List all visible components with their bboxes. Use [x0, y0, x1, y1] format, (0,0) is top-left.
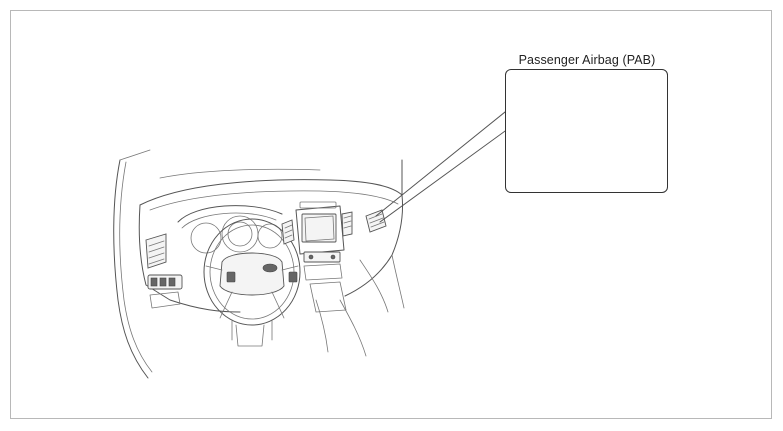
- steering-wheel: [203, 218, 301, 341]
- airbag-callout-box: [505, 69, 668, 193]
- left-air-vent: [145, 233, 167, 269]
- dash-airbag-location: [365, 209, 387, 233]
- center-stack: [281, 201, 353, 313]
- left-pillar: [113, 149, 153, 379]
- steering-column: [235, 324, 265, 347]
- dashboard-top: [139, 159, 403, 211]
- instrument-cluster: [177, 205, 283, 254]
- callout-leader-lines: [375, 107, 513, 223]
- dashboard-body: [138, 194, 405, 357]
- callout-label: Passenger Airbag (PAB): [518, 53, 656, 67]
- left-switch-panel: [147, 274, 183, 309]
